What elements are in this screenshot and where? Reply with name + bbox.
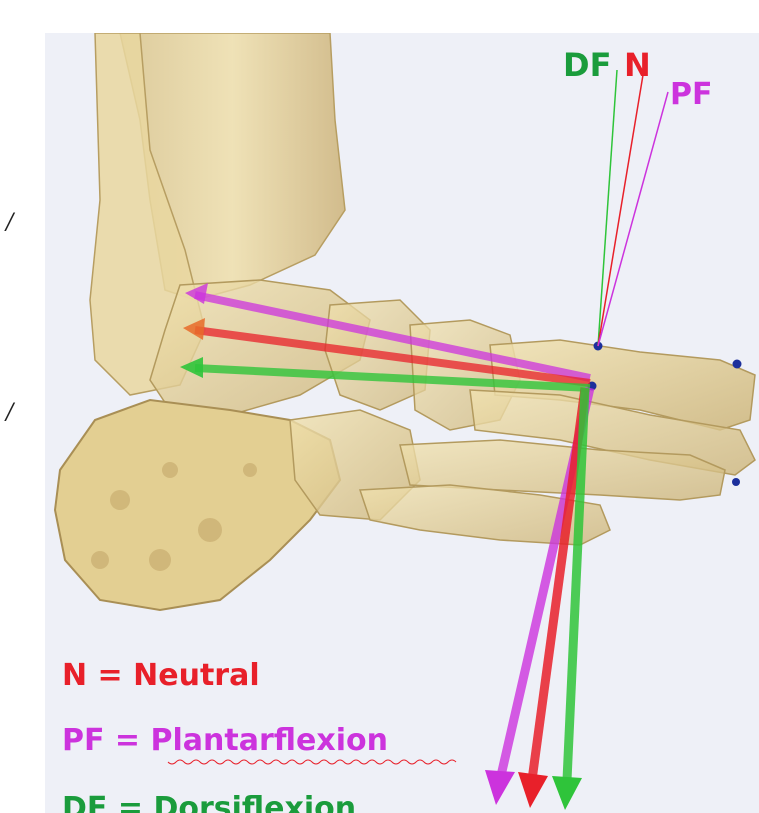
left-margin: / /: [0, 0, 40, 813]
foot-bone-figure: DF N PF N = Neutral PF = Plantarflexion …: [45, 33, 759, 813]
n-top-label: N: [624, 46, 651, 84]
edge-glyph: /: [6, 400, 13, 425]
edge-glyph: /: [6, 210, 13, 235]
df-top-label: DF: [563, 46, 611, 84]
legend-neutral: N = Neutral: [62, 658, 260, 693]
legend-dorsiflexion: DF = Dorsiflexion: [62, 791, 356, 813]
legend-plantarflexion: PF = Plantarflexion: [62, 723, 388, 758]
pf-top-label: PF: [670, 77, 712, 112]
